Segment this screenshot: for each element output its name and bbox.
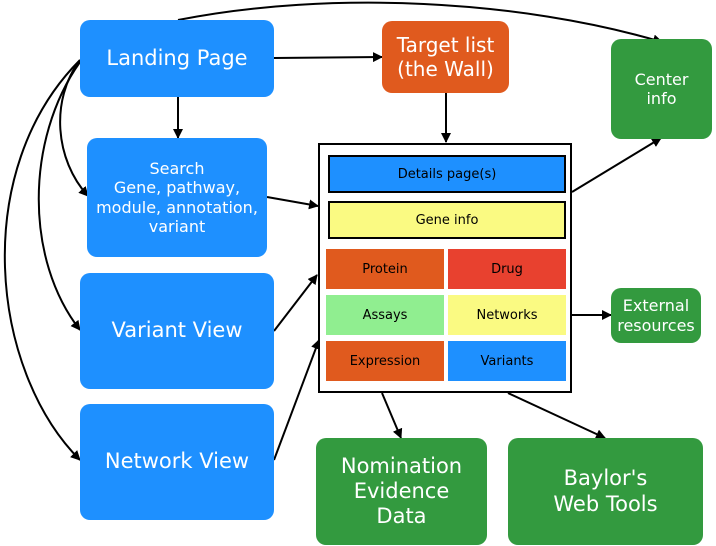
arrow-landing-to-target: [273, 52, 383, 63]
nomination-evidence-node: Nomination Evidence Data: [316, 438, 487, 545]
arrow-details-to-nomination: [381, 392, 403, 439]
arrow-details-to-baylor: [507, 392, 606, 439]
arrow-variant-to-details: [273, 274, 318, 332]
arrow-landing-to-network: [3, 59, 81, 461]
gene-info-cell: Gene info: [328, 201, 566, 239]
expression-cell: Expression: [326, 341, 444, 381]
arrow-landing-to-variant: [37, 61, 81, 331]
target-list-node: Target list (the Wall): [382, 21, 509, 93]
protein-cell: Protein: [326, 249, 444, 289]
arrow-details-to-center: [571, 137, 662, 193]
arrow-search-to-details: [266, 196, 319, 210]
arrow-landing-to-center: [177, 1, 663, 45]
arrow-network-to-details: [273, 339, 321, 461]
search-node: Search Gene, pathway, module, annotation…: [87, 138, 267, 257]
landing-page-node: Landing Page: [80, 20, 274, 97]
networks-cell: Networks: [448, 295, 566, 335]
details-pages-cell: Details page(s): [328, 155, 566, 193]
network-view-node: Network View: [80, 404, 274, 520]
variants-cell: Variants: [448, 341, 566, 381]
variant-view-node: Variant View: [80, 273, 274, 389]
baylor-web-tools-node: Baylor's Web Tools: [508, 438, 703, 545]
details-container: Details page(s) Gene info Protein Drug A…: [318, 143, 572, 393]
drug-cell: Drug: [448, 249, 566, 289]
center-info-node: Center info: [611, 39, 712, 139]
external-resources-node: External resources: [611, 288, 701, 343]
assays-cell: Assays: [326, 295, 444, 335]
